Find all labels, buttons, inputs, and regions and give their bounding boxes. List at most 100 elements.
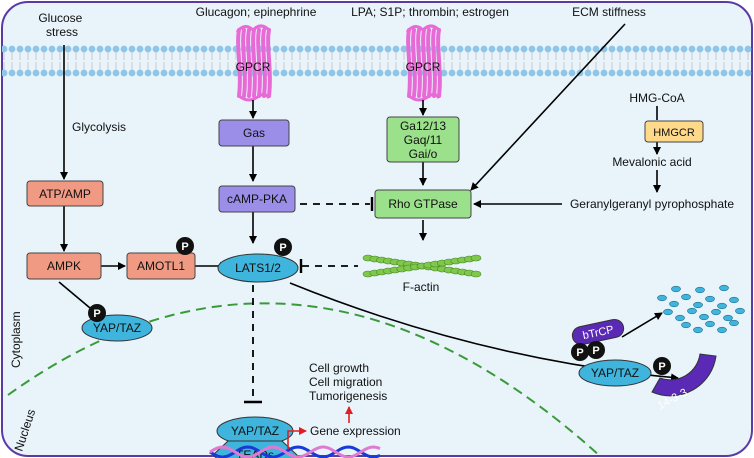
lipid-head xyxy=(696,45,704,53)
lipid-head xyxy=(328,69,336,77)
actin-monomer xyxy=(470,270,482,278)
lipid-head xyxy=(312,45,320,53)
galpha-line-1: Ga12/13 xyxy=(400,119,446,133)
lipid-head xyxy=(16,69,24,77)
lipid-head xyxy=(312,69,320,77)
degraded-fragment xyxy=(717,302,727,310)
lipid-head xyxy=(616,45,624,53)
lipid-head xyxy=(8,69,16,77)
lats-label: LATS1/2 xyxy=(235,261,281,275)
degraded-fragment xyxy=(693,326,703,334)
lipid-head xyxy=(64,69,72,77)
galpha-line-3: Gai/o xyxy=(409,147,438,161)
lipid-head xyxy=(24,69,32,77)
lipid-head xyxy=(224,69,232,77)
glycolysis-label: Glycolysis xyxy=(72,120,126,134)
degraded-fragment xyxy=(711,308,721,316)
phospho-lats-label: P xyxy=(279,242,286,254)
lipid-head xyxy=(328,45,336,53)
outcome-cell-migration: Cell migration xyxy=(309,375,382,389)
camp-pka-node xyxy=(218,185,296,213)
degraded-fragment xyxy=(687,307,697,315)
dna-strand xyxy=(209,445,381,458)
lipid-head xyxy=(728,69,736,77)
teads-label: TEADs xyxy=(236,448,274,458)
lipid-head xyxy=(520,69,528,77)
lipid-head xyxy=(448,45,456,53)
gpcr-helix xyxy=(431,28,437,98)
phospho-yaptaz-right-1 xyxy=(571,343,589,361)
degraded-fragment xyxy=(669,300,679,308)
lipid-head xyxy=(608,69,616,77)
lipid-head xyxy=(576,45,584,53)
degraded-fragment xyxy=(705,295,715,303)
degraded-fragment xyxy=(671,285,681,293)
rho-gtpase-node xyxy=(374,189,472,219)
lipid-head xyxy=(584,69,592,77)
gpcr-helix xyxy=(241,28,247,98)
gene-expression-label: Gene expression xyxy=(310,424,401,438)
phospho-lats xyxy=(274,238,292,256)
lipid-head xyxy=(112,45,120,53)
lipid-head xyxy=(376,45,384,53)
gpcr-helix xyxy=(261,28,267,98)
lipid-head xyxy=(184,69,192,77)
lipid-head xyxy=(72,69,80,77)
lipid-head xyxy=(544,69,552,77)
degraded-fragment xyxy=(663,308,673,316)
lipid-head xyxy=(200,45,208,53)
lipid-head xyxy=(72,45,80,53)
mevalonic-acid-label: Mevalonic acid xyxy=(612,155,691,169)
yaptaz-right-label: YAP/TAZ xyxy=(591,366,639,380)
lipid-head xyxy=(640,45,648,53)
ggpp-label: Geranylgeranyl pyrophosphate xyxy=(570,197,734,211)
lipid-head xyxy=(104,45,112,53)
lipid-head xyxy=(704,69,712,77)
lipid-head xyxy=(680,69,688,77)
hmgcr-node xyxy=(644,120,704,143)
atp-amp-label: ATP/AMP xyxy=(39,187,91,201)
lipid-head xyxy=(632,45,640,53)
lipid-head xyxy=(592,69,600,77)
lipid-head xyxy=(64,45,72,53)
lipid-head xyxy=(464,45,472,53)
dna-helix xyxy=(209,445,381,458)
gpcr-left-label: GPCR xyxy=(236,60,271,74)
lipid-head xyxy=(648,45,656,53)
lipid-head xyxy=(376,69,384,77)
lipid-head xyxy=(320,45,328,53)
lipid-head xyxy=(496,45,504,53)
lipid-head xyxy=(2,45,8,53)
lipid-head xyxy=(344,69,352,77)
lipid-head xyxy=(688,69,696,77)
ampk-node xyxy=(26,252,102,280)
atp-amp-node xyxy=(26,180,104,207)
lipid-head xyxy=(624,45,632,53)
lipid-head xyxy=(400,69,408,77)
galpha-line-2: Gaq/11 xyxy=(404,133,443,147)
degraded-fragment xyxy=(723,314,733,322)
lipid-head xyxy=(712,69,720,77)
lipid-head xyxy=(104,69,112,77)
degraded-fragment xyxy=(657,294,667,302)
lipid-head xyxy=(544,45,552,53)
lipid-head xyxy=(368,45,376,53)
amotl1-label: AMOTL1 xyxy=(137,259,185,273)
lipid-head xyxy=(360,69,368,77)
lipid-head xyxy=(168,69,176,77)
phospho-amotl1-label: P xyxy=(181,241,188,253)
phospho-yaptaz-cyto xyxy=(88,304,106,322)
lipid-head xyxy=(744,45,752,53)
gpcr-helix xyxy=(416,28,422,98)
lipid-head xyxy=(216,45,224,53)
lipid-head xyxy=(2,69,8,77)
lipid-head xyxy=(144,69,152,77)
outcome-tumorigenesis: Tumorigenesis xyxy=(309,389,387,403)
lipid-head xyxy=(296,69,304,77)
lipid-head xyxy=(336,45,344,53)
lipid-head xyxy=(440,45,448,53)
lipid-head xyxy=(472,45,480,53)
lipid-head xyxy=(624,69,632,77)
lipid-head xyxy=(296,45,304,53)
hmgcr-label: HMGCR xyxy=(653,127,695,139)
